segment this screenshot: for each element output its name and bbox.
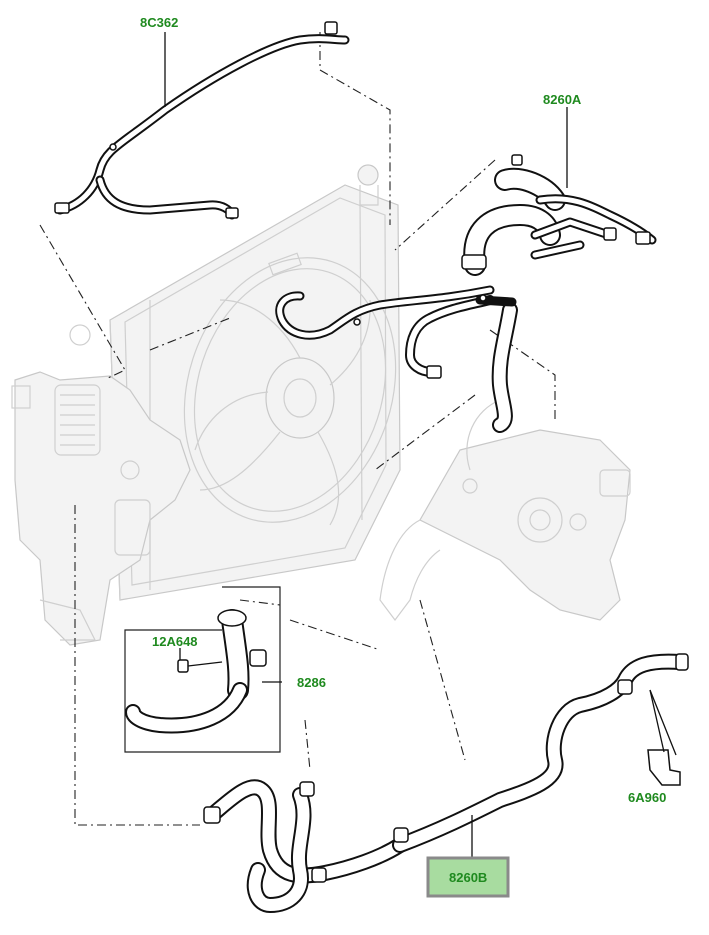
ghost-right-engine-block (379, 399, 631, 621)
callout-8260A: 8260A (543, 92, 582, 107)
callout-labels: 8C362 8260A 12A648 8286 6A960 8260B (140, 15, 666, 898)
callout-8260B: 8260B (449, 870, 487, 885)
hose-8C362 (54, 21, 350, 220)
callout-6A960: 6A960 (628, 790, 666, 805)
box-8286 (124, 586, 281, 753)
relation-dash-lines (39, 32, 556, 826)
highlight-box (426, 856, 510, 898)
callout-8C362: 8C362 (140, 15, 178, 30)
ghost-left-engine-block (11, 324, 191, 646)
callout-8260B-highlight: 8260B (426, 856, 510, 898)
cooling-fan (183, 252, 397, 526)
hose-8260B (203, 653, 689, 913)
callout-8286: 8286 (297, 675, 326, 690)
hose-8260A (275, 154, 657, 433)
clip-6A960 (647, 689, 681, 786)
ghost-reservoir-cap (357, 164, 379, 206)
coolant-sensor (177, 659, 189, 673)
radiator-outline (109, 184, 401, 601)
leader-lines (164, 32, 568, 860)
ghost-engine-assembly (11, 164, 631, 646)
callout-12A648: 12A648 (152, 634, 198, 649)
